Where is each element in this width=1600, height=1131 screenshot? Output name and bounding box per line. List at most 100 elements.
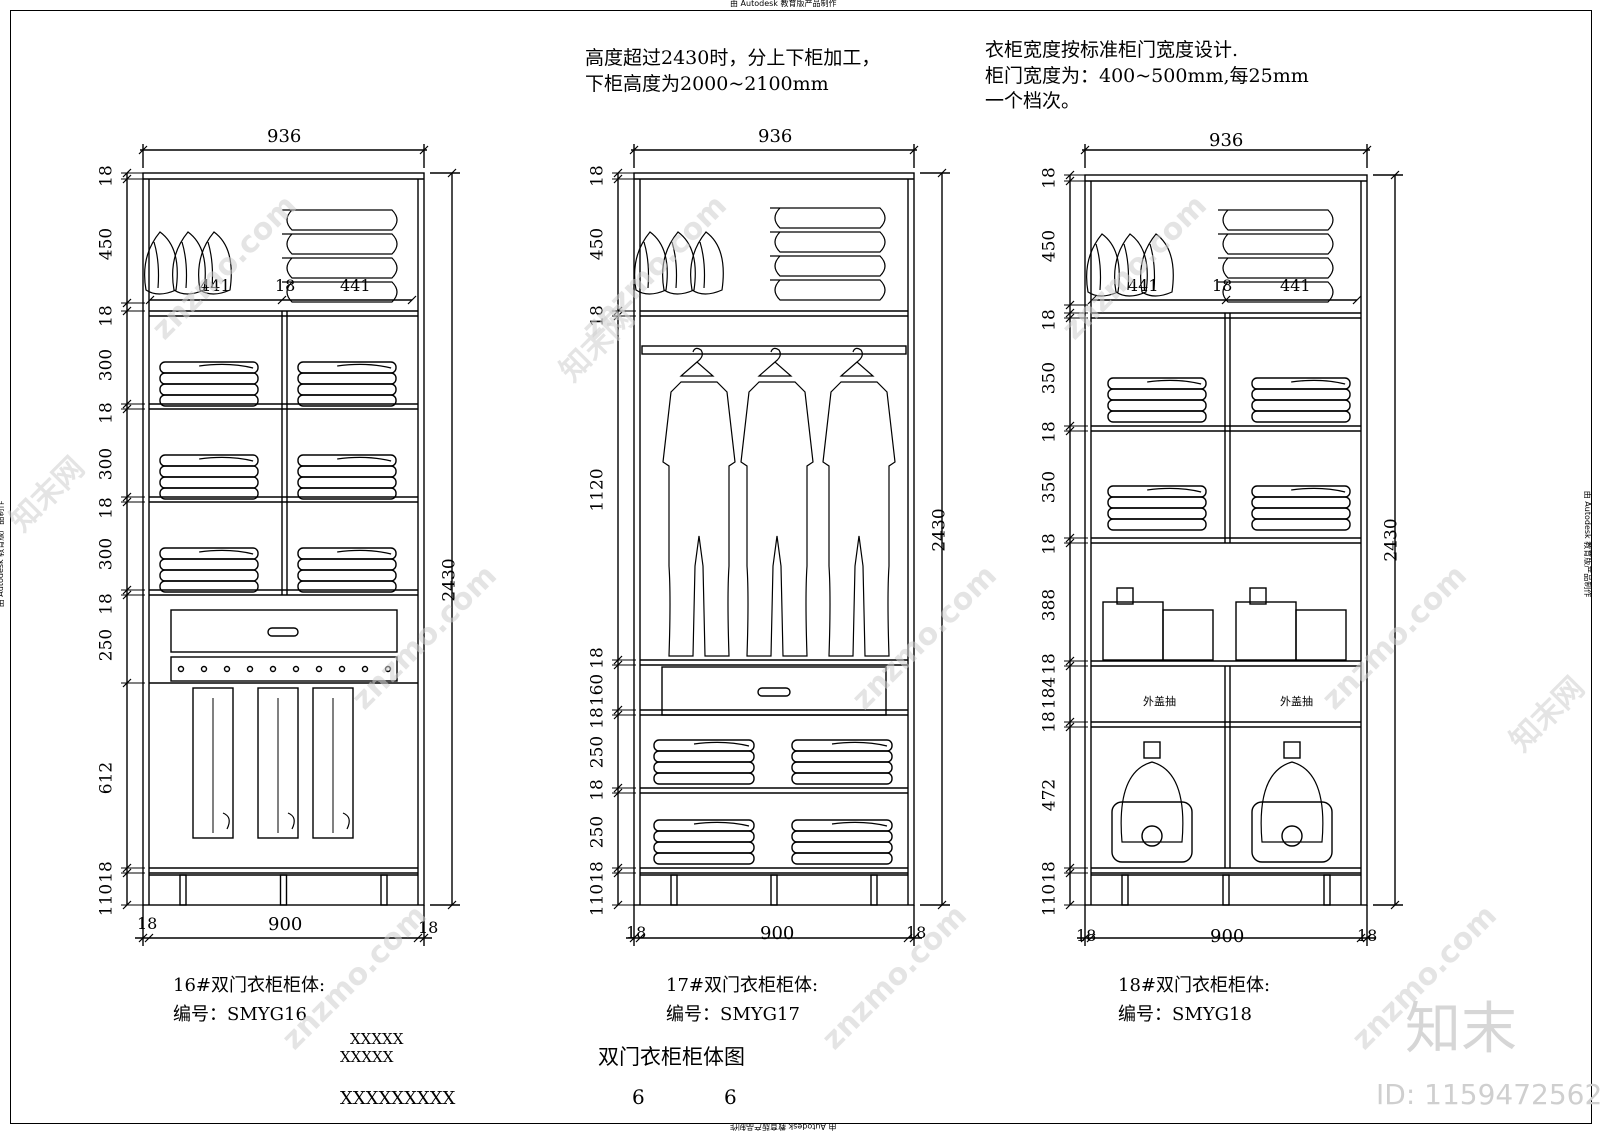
cab3-shirt-d-layer-3	[1251, 518, 1351, 531]
cab3-bag-left-back	[1162, 609, 1214, 661]
cab2-coat-0-hook	[679, 347, 715, 377]
cab2-shirt-b-layer-0	[791, 739, 893, 752]
cab2-shirt-c-fold	[693, 821, 750, 827]
cab3-shirt-d-layer-2	[1251, 507, 1351, 520]
cab3-leg-0	[1121, 874, 1129, 906]
image-id-label: ID: 1159472562	[1376, 1078, 1600, 1111]
cab1-pullout-dot-6	[315, 665, 323, 673]
cab2-shirt-d-layer-1	[791, 830, 893, 843]
dim-tick	[407, 295, 417, 305]
note-width-line3: 一个档次。	[985, 90, 1081, 113]
cab3-vdim-3: 350	[1039, 361, 1060, 395]
tb-placeholder-b: XXXXX	[340, 1048, 394, 1066]
cab1-shirt-b-layer-1	[297, 372, 397, 385]
cab3-shirt-c-layer-2	[1107, 507, 1207, 520]
cab1-pullout-dot-2	[223, 665, 231, 673]
cab1-title: 16#双门衣柜柜体:	[173, 975, 326, 996]
cab3-backpack-right-strap	[1260, 761, 1324, 843]
cab1-shirt-a-layer-3	[159, 394, 259, 407]
cab1-shirt-d-layer-2	[297, 476, 397, 489]
cab3-inner-width: 900	[1210, 926, 1245, 947]
cab1-shirt-f-fold	[337, 549, 392, 555]
cab2-top-width: 936	[758, 126, 793, 147]
cab1-shirt-c-layer-3	[159, 487, 259, 500]
cab3-vdim-11: 472	[1039, 778, 1060, 812]
cab1-shirt-d-layer-0	[297, 454, 397, 467]
cab2-shirt-c-layer-3	[653, 852, 755, 865]
dim-tick	[277, 295, 287, 305]
cab1-shirt-a-layer-1	[159, 372, 259, 385]
cab3-title: 18#双门衣柜柜体:	[1118, 975, 1271, 996]
cab2-shirt-a-layer-3	[653, 772, 755, 785]
cab2-vdim-5: 160	[587, 673, 608, 707]
tb-placeholder-c: XXXXXXXXX	[340, 1088, 456, 1109]
dim-tick	[1352, 295, 1362, 305]
cab1-shirt-a-fold	[199, 363, 254, 369]
cab1-shirt-e-layer-0	[159, 547, 259, 560]
cab1-shirt-f-layer-0	[297, 547, 397, 560]
cab1-code: 编号：SMYG16	[173, 1004, 307, 1025]
cab2-shirt-d-fold	[831, 821, 888, 827]
cab1-pullout-dot-8	[361, 665, 369, 673]
cab1-trousers-1-hook	[287, 812, 295, 830]
cab3-shirt-c-layer-3	[1107, 518, 1207, 531]
cab1-shirt-a-layer-2	[159, 383, 259, 396]
cab3-pillow-2	[1140, 233, 1174, 297]
cab3-total-height: 2430	[1381, 518, 1402, 562]
cab2-leg-0	[670, 874, 678, 906]
cab3-board-left: 18	[1076, 926, 1097, 945]
cab1-shirt-f-layer-1	[297, 558, 397, 571]
cab1-vdim-4: 18	[96, 402, 117, 424]
cab1-blanket-fold-0	[282, 209, 398, 231]
note-height: 高度超过2430时，分上下柜加工， 下柜高度为2000~2100mm	[585, 46, 880, 97]
dim-tick	[145, 295, 155, 305]
cab2-vdim-0: 18	[587, 165, 608, 187]
cab1-pullout-dot-1	[200, 665, 208, 673]
dim-tick	[903, 933, 913, 943]
note-height-line2: 下柜高度为2000~2100mm	[585, 72, 829, 95]
cab2-blanket-fold-0	[770, 207, 886, 229]
cab3-mid-board: 18	[1212, 276, 1233, 295]
cab3-vdim-4: 18	[1039, 421, 1060, 443]
cab2-vdim-3: 1120	[587, 468, 608, 512]
cab2-shirt-b-fold	[831, 741, 888, 747]
cab1-blanket-fold-1	[282, 233, 398, 255]
cab3-shirt-c-layer-0	[1107, 485, 1207, 498]
cab1-leg-0	[179, 874, 187, 906]
sheet-number-a: 6	[632, 1085, 645, 1109]
drawing-title: 双门衣柜柜体图	[598, 1045, 745, 1069]
note-width-line1: 衣柜宽度按标准柜门宽度设计.	[985, 39, 1239, 61]
cab1-vdim-8: 18	[96, 593, 117, 615]
cab2-vdim-11: 110	[587, 883, 608, 917]
cab2-total-height: 2430	[929, 508, 950, 552]
cab2-leg-1	[770, 874, 778, 906]
cab3-pillow-0	[1086, 233, 1120, 297]
cab1-half-left: 441	[200, 276, 231, 295]
cab1-drawer	[170, 609, 398, 653]
cab1-mid-board: 18	[275, 276, 296, 295]
cab1-shirt-b-fold	[337, 363, 392, 369]
cab1-board-right: 18	[418, 918, 439, 937]
dim-tick	[1086, 933, 1096, 943]
cab3-leg-2	[1323, 874, 1331, 906]
cab1-half-right: 441	[340, 276, 371, 295]
cab1-vdim-12: 110	[96, 883, 117, 917]
cab2-vdim-8: 18	[587, 779, 608, 801]
cab1-shirt-a-layer-0	[159, 361, 259, 374]
cab2-shirt-a-layer-1	[653, 750, 755, 763]
cab3-bag-left-handle	[1116, 587, 1134, 605]
cab3-shirt-b-fold	[1291, 379, 1346, 385]
note-height-line1: 高度超过2430时，分上下柜加工，	[585, 47, 881, 69]
cab3-backpack-right-tag	[1283, 741, 1301, 759]
cab2-coat-1-coat	[740, 381, 814, 657]
cab2-vdim-9: 250	[587, 815, 608, 849]
cab1-pullout-dot-9	[384, 665, 392, 673]
cab3-shirt-a-layer-3	[1107, 410, 1207, 423]
cab1-pullout	[170, 656, 398, 682]
cab1-shirt-e-layer-3	[159, 580, 259, 593]
znzmo-logo: 知末	[1405, 997, 1517, 1062]
cab3-vdim-9: 184	[1039, 676, 1060, 710]
cab3-bag-right-body	[1235, 601, 1297, 661]
cab3-vdim-0: 18	[1039, 167, 1060, 189]
cab1-blanket-fold-3	[282, 281, 398, 303]
